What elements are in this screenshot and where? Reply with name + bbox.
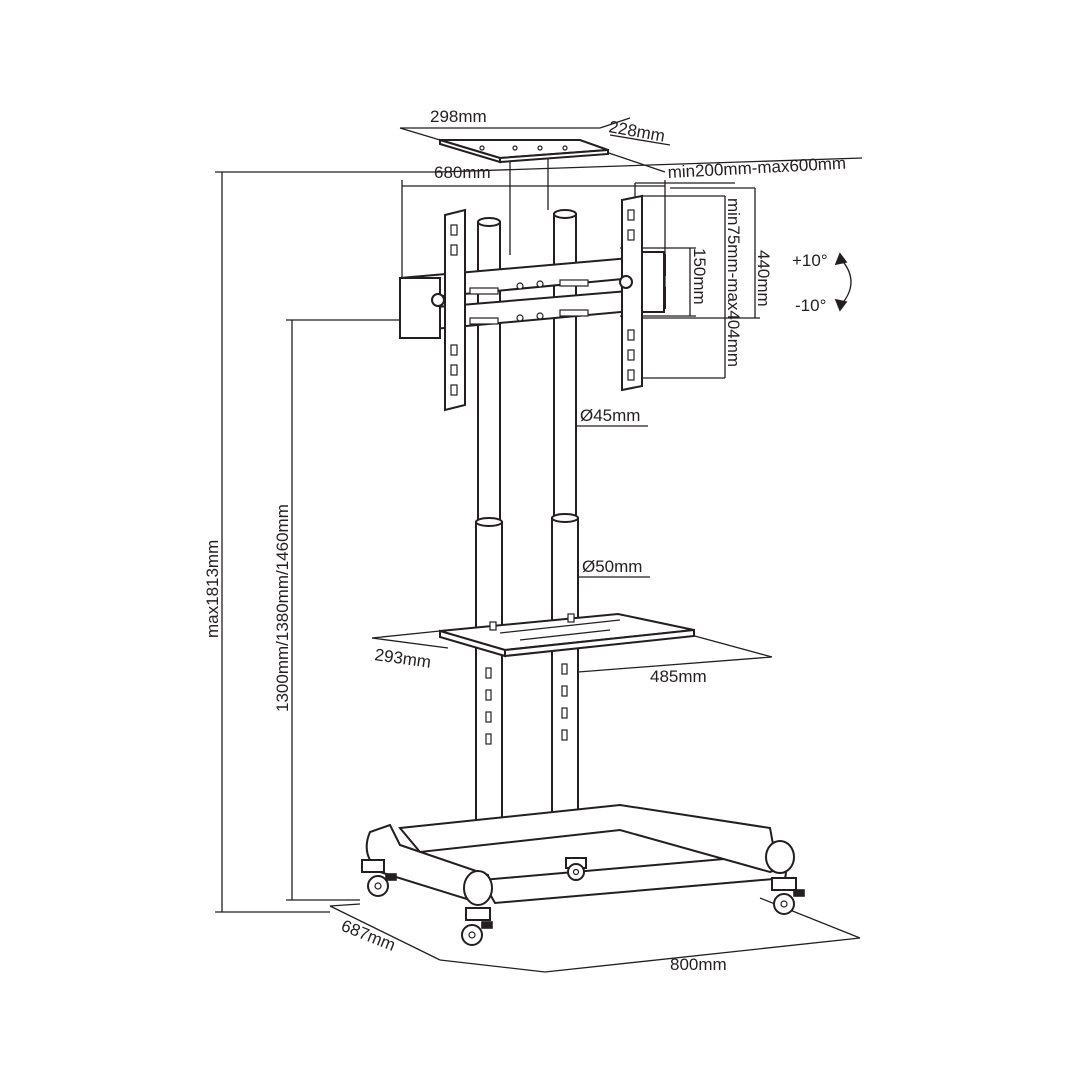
tilt-arrow [834,252,852,312]
label-top-tray-depth: 228mm [607,117,666,146]
label-tilt-down: -10° [795,296,826,315]
label-height-positions: 1300mm/1380mm/1460mm [273,504,292,712]
label-top-tray-width: 298mm [430,107,487,126]
label-max-height: max1813mm [203,540,222,638]
wall-bracket [399,194,666,412]
label-bracket-height: 440mm [754,250,773,307]
base-frame [361,803,805,946]
caster-front-right [771,877,805,915]
label-vesa-vertical: min75mm-max404mm [724,198,743,367]
label-bracket-width: 680mm [434,163,491,182]
label-base-width: 800mm [670,955,727,974]
caster-front-left [461,907,493,946]
caster-back-left [361,859,397,897]
top-tray [439,138,609,255]
label-upper-pole-diameter: Ø45mm [580,406,640,425]
label-shelf-width: 485mm [650,667,707,686]
caster-back-right [565,857,587,881]
upper-poles [477,209,577,523]
label-rail-spacing: 150mm [690,248,709,305]
label-base-depth: 687mm [339,916,399,955]
lower-poles [475,513,579,833]
label-vesa-horizontal: min200mm-max600mm [667,154,846,182]
label-tilt-up: +10° [792,251,828,270]
middle-shelf [439,612,695,658]
label-lower-pole-diameter: Ø50mm [582,557,642,576]
label-shelf-depth: 293mm [373,645,432,672]
